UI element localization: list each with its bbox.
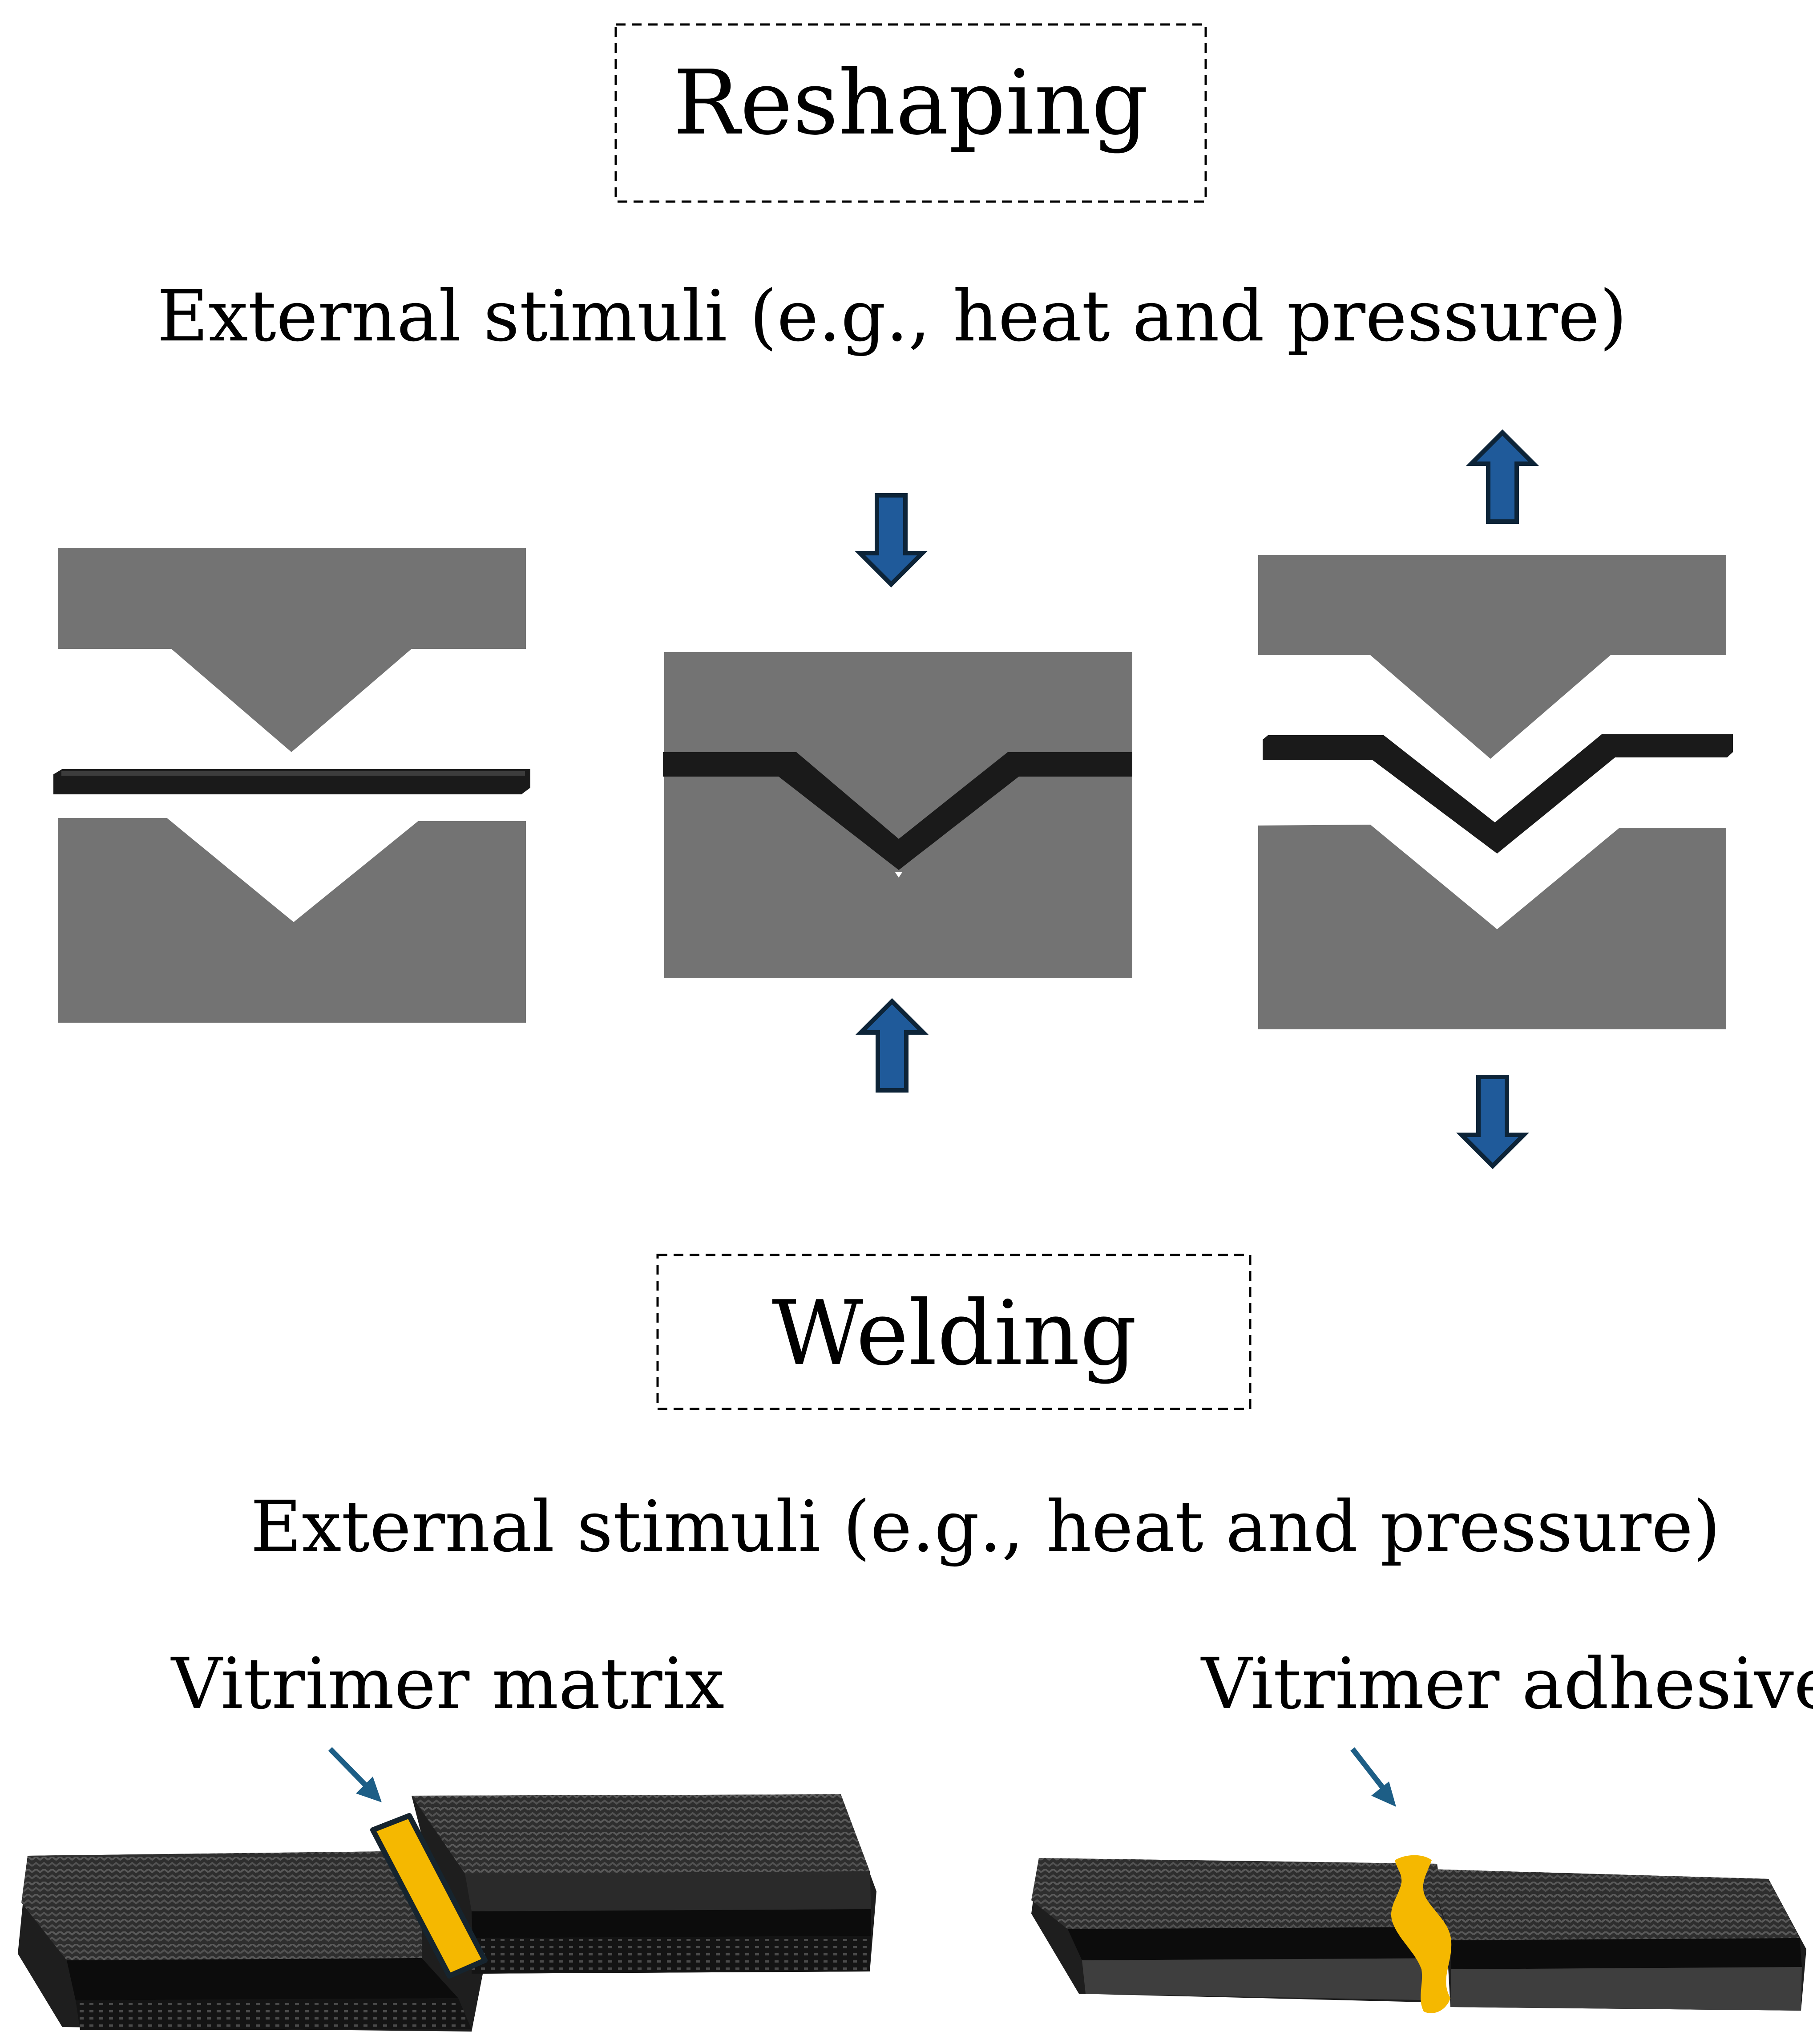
laminate-bottom-ply [472, 1936, 871, 1974]
arrow-down-icon [860, 495, 922, 584]
matrix-welded-laminate [18, 1747, 876, 2032]
laminate-core [465, 1871, 871, 1911]
laminate-core [1451, 1938, 1802, 1969]
reshaping-title: Reshaping [673, 51, 1148, 155]
arrow-up-icon [1471, 433, 1534, 522]
bent-laminate [663, 752, 1132, 870]
woven-surface [21, 1851, 423, 1960]
mold-reopened [1258, 433, 1733, 1166]
welding-section: Welding External stimuli (e.g., heat and… [18, 1254, 1813, 2032]
upper-mold [1258, 555, 1726, 759]
mold-open-flat [53, 548, 530, 1023]
pointer-arrow-icon [1350, 1747, 1389, 1795]
woven-surface [412, 1794, 870, 1874]
vitrimer-matrix-insert [370, 1813, 488, 1979]
reshaping-title-box [614, 23, 1207, 203]
laminate-core [472, 1909, 871, 1938]
pointer-arrowhead-icon [356, 1777, 382, 1802]
laminate-bottom-ply [1450, 1967, 1802, 2011]
closed-mold [664, 652, 1132, 978]
mold-closed [663, 495, 1132, 1090]
arrow-up-icon [861, 1001, 923, 1090]
reshaping-section: Reshaping External stimuli (e.g., heat a… [53, 23, 1733, 1166]
welding-title-box [656, 1254, 1252, 1410]
woven-surface [1031, 1858, 1446, 1929]
vitrimer-adhesive-label: Vitrimer adhesive [1200, 1643, 1813, 1725]
arrow-down-icon [1462, 1077, 1524, 1166]
reshaping-stimuli-label: External stimuli (e.g., heat and pressur… [157, 275, 1627, 357]
laminate-core [1068, 1927, 1446, 1960]
pointer-arrowhead-icon [1371, 1781, 1396, 1807]
shaped-laminate [1263, 734, 1733, 854]
woven-surface [1428, 1869, 1800, 1940]
tip-highlight [895, 872, 902, 878]
lower-mold [58, 818, 526, 1023]
laminate-core [67, 1958, 458, 2000]
lower-mold [1258, 825, 1726, 1029]
vitrimer-adhesive-blob [1391, 1855, 1452, 2013]
laminate-bottom-ply [1082, 1958, 1445, 2000]
laminate-bottom-ply [76, 1998, 472, 2030]
vitrimer-matrix-label: Vitrimer matrix [170, 1643, 724, 1725]
welding-title: Welding [772, 1282, 1137, 1385]
adhesive-bonded-laminate [1031, 1747, 1806, 2013]
upper-mold [58, 548, 526, 752]
welding-stimuli-label: External stimuli (e.g., heat and pressur… [250, 1486, 1720, 1568]
pointer-arrow-icon [328, 1747, 374, 1793]
